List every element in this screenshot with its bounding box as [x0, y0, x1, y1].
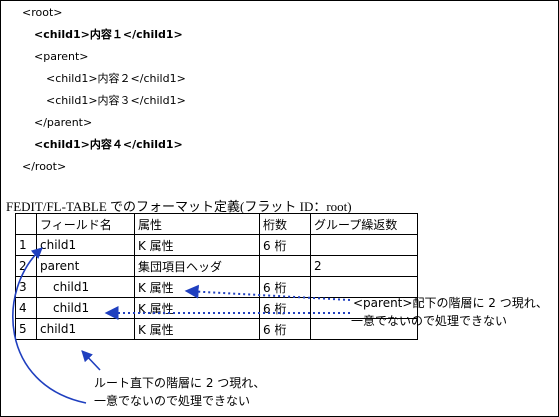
xml-line-child1-fourth: <child1>内容４</child1> — [34, 138, 183, 151]
parent-note-line2: 一意でないので処理できない — [351, 314, 508, 328]
row-digits: 6 桁 — [259, 234, 311, 256]
xml-line-child1-third: <child1>内容３</child1> — [46, 94, 186, 107]
curved-arrow-row1 — [12, 247, 87, 404]
arrow-row5 — [81, 350, 101, 371]
row-digits: 6 桁 — [259, 318, 311, 340]
row-field-name: child1 — [36, 276, 135, 298]
header-cell-group-repeat: グループ繰返数 — [310, 213, 418, 235]
row-field-name: parent — [36, 255, 135, 277]
row-attribute: 集団項目ヘッダ — [134, 255, 260, 277]
table-row: 5 child1 K 属性 6 桁 — [15, 318, 418, 340]
row-field-name: child1 — [36, 318, 135, 340]
table-row: 2 parent 集団項目ヘッダ 2 — [15, 255, 418, 277]
root-duplicate-note: ルート直下の階層に 2 つ現れ、 一意でないので処理できない — [94, 374, 265, 410]
dotted-arrow-row3 — [184, 284, 351, 301]
format-definition-table: フィールド名 属性 桁数 グループ繰返数 1 child1 K 属性 6 桁 2… — [15, 213, 418, 340]
xml-line-parent-close: </parent> — [34, 116, 93, 129]
xml-line-root-close: </root> — [22, 160, 67, 173]
parent-duplicate-note: <parent>配下の階層に 2 つ現れ、 一意でないので処理できない — [351, 294, 548, 330]
row-attribute: K 属性 — [134, 318, 260, 340]
xml-line-parent-open: <parent> — [34, 50, 89, 63]
xml-line-child1-second: <child1>内容２</child1> — [46, 72, 186, 85]
root-note-line2: 一意でないので処理できない — [94, 394, 251, 408]
format-definition-heading: FEDIT/FL-TABLE でのフォーマット定義(フラット ID：root) — [6, 199, 352, 214]
row-group-repeat — [310, 318, 418, 340]
parent-note-line1: <parent>配下の階層に 2 つ現れ、 — [353, 296, 548, 310]
table-header-row: フィールド名 属性 桁数 グループ繰返数 — [15, 213, 418, 235]
root-note-line1: ルート直下の階層に 2 つ現れ、 — [94, 376, 266, 390]
xml-line-child1-first: <child1>内容１</child1> — [34, 28, 183, 41]
xml-line-root-open: <root> — [22, 6, 63, 19]
